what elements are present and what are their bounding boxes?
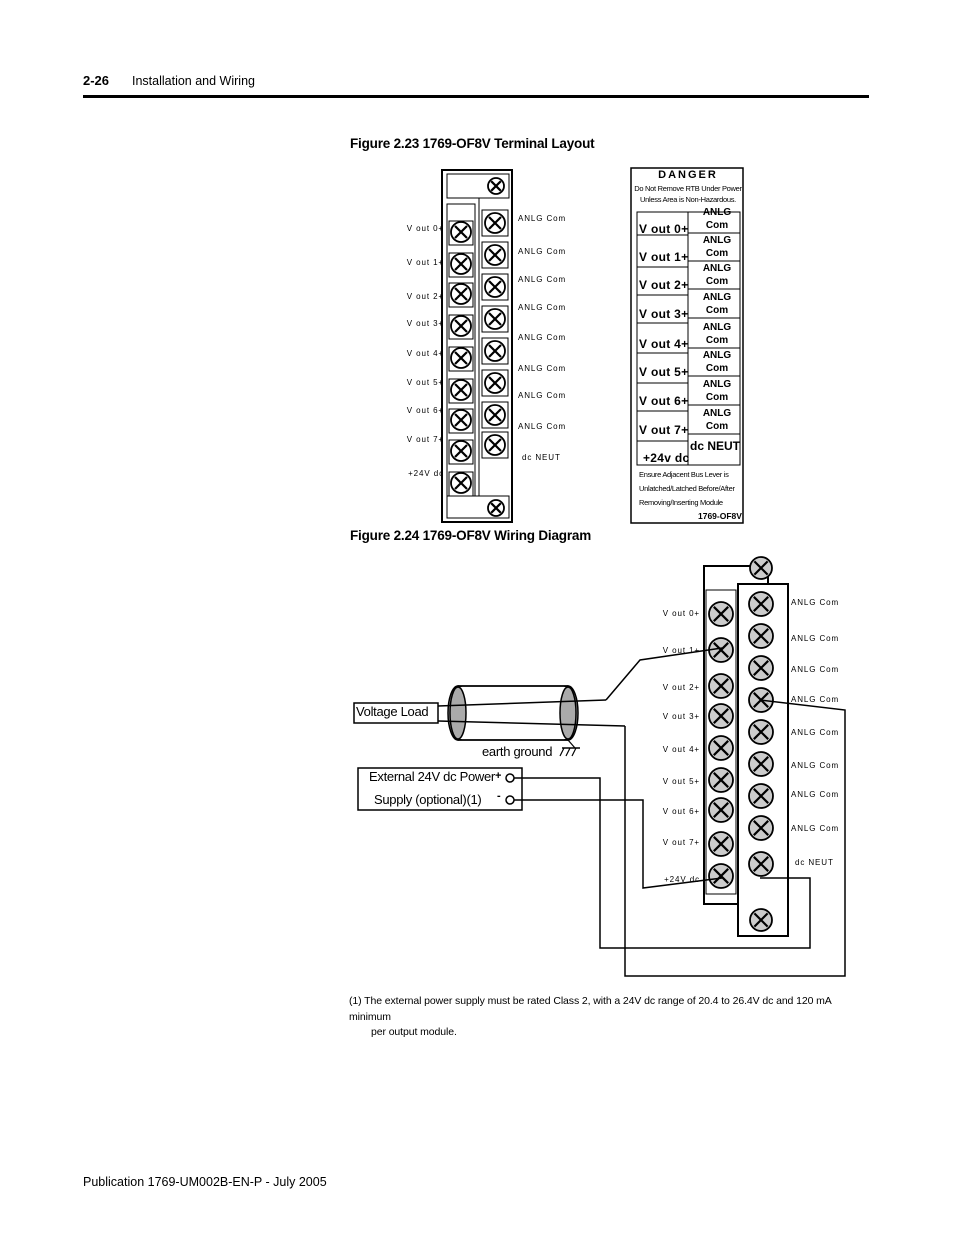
figure2-right-label-5: ANLG Com (791, 761, 840, 770)
danger-note-line1: Do Not Remove RTB Under Power (634, 184, 742, 193)
rtb-row-left-4: V out 4+ (639, 337, 689, 351)
rtb-row-right-anlg-5: ANLG (702, 350, 732, 361)
figure2-left-label-3: V out 3+ (662, 712, 700, 721)
footnote-line1: (1) The external power supply must be ra… (349, 995, 832, 1023)
figure1-right-label-0: ANLG Com (518, 214, 567, 223)
figure1-right-label-4: ANLG Com (518, 333, 567, 342)
figure2-right-label-0: ANLG Com (791, 598, 840, 607)
rtb-row-right-1: ANLG Com (690, 234, 744, 260)
figure1-left-label-0: V out 0+ (406, 224, 444, 233)
figure2-right-label-2: ANLG Com (791, 665, 840, 674)
figure2-right-label-6: ANLG Com (791, 790, 840, 799)
page-number: 2-26 (83, 73, 110, 88)
figure1-left-label-4: V out 4+ (406, 349, 444, 358)
rtb-row-right-com-7: Com (705, 421, 729, 432)
danger-note: Do Not Remove RTB Under Power Unless Are… (634, 183, 742, 205)
rtb-row-right-com-1: Com (705, 248, 729, 259)
rtb-row-left-2: V out 2+ (639, 278, 689, 292)
terminal-block-diagram (441, 169, 513, 523)
figure1-right-label-7: ANLG Com (518, 422, 567, 431)
rtb-row-right-anlg-6: ANLG (702, 379, 732, 390)
wiring-diagram (353, 556, 846, 977)
rtb-row-right-com-5: Com (705, 363, 729, 374)
rtb-row-right-3: ANLG Com (690, 291, 744, 317)
supply-minus: - (497, 790, 501, 802)
rtb-row-right-com-2: Com (705, 276, 729, 287)
rtb-row-right-com-0: Com (705, 220, 729, 231)
figure1-right-label-3: ANLG Com (518, 303, 567, 312)
rtb-row-right-anlg-0: ANLG (702, 207, 732, 218)
supply-plus: + (495, 770, 502, 782)
figure1-right-label-6: ANLG Com (518, 391, 567, 400)
figure2-left-label-0: V out 0+ (662, 609, 700, 618)
figure1-right-label-2: ANLG Com (518, 275, 567, 284)
rtb-row-right-com-6: Com (705, 392, 729, 403)
rtb-row-right-7: ANLG Com (690, 407, 744, 433)
figure2-left-label-5: V out 5+ (662, 777, 700, 786)
figure-2-23-title: Figure 2.23 1769-OF8V Terminal Layout (350, 136, 595, 151)
figure2-left-label-6: V out 6+ (662, 807, 700, 816)
rtb-note-line2: Unlatched/Latched Before/After (639, 484, 735, 493)
rtb-row-left-3: V out 3+ (639, 307, 689, 321)
rtb-row-right-com-4: Com (705, 335, 729, 346)
figure2-left-label-2: V out 2+ (662, 683, 700, 692)
rtb-row-left-5: V out 5+ (639, 365, 689, 379)
rtb-note-line1: Ensure Adjacent Bus Lever is (639, 470, 729, 479)
rtb-row-right-6: ANLG Com (690, 378, 744, 404)
section-title: Installation and Wiring (132, 74, 255, 88)
rtb-bottom-note: Ensure Adjacent Bus Lever is Unlatched/L… (639, 468, 743, 510)
rtb-row-right-4: ANLG Com (690, 321, 744, 347)
rtb-row-left-1: V out 1+ (639, 250, 689, 264)
figure2-right-label-1: ANLG Com (791, 634, 840, 643)
supply-label-line1: External 24V dc Power (369, 769, 495, 784)
figure2-right-label-4: ANLG Com (791, 728, 840, 737)
figure1-left-label-2: V out 2+ (406, 292, 444, 301)
footnote: (1) The external power supply must be ra… (349, 994, 869, 1041)
figure1-right-label-8: dc NEUT (522, 453, 561, 462)
rtb-row-right-anlg-7: ANLG (702, 408, 732, 419)
figure1-left-label-3: V out 3+ (406, 319, 444, 328)
footnote-line2: per output module. (371, 1026, 457, 1038)
figure1-left-label-5: V out 5+ (406, 378, 444, 387)
figure-2-24-title: Figure 2.24 1769-OF8V Wiring Diagram (350, 528, 592, 543)
voltage-load-label: Voltage Load (356, 704, 429, 719)
figure2-left-label-4: V out 4+ (662, 745, 700, 754)
figure2-left-label-1: V out 1+ (662, 646, 700, 655)
rtb-row-right-anlg-3: ANLG (702, 292, 732, 303)
rtb-dc-neut: dc NEUT (689, 439, 740, 453)
figure1-left-label-6: V out 6+ (406, 406, 444, 415)
rtb-row-right-2: ANLG Com (690, 262, 744, 288)
figure2-right-label-8: dc NEUT (795, 858, 834, 867)
rtb-row-right-anlg-4: ANLG (702, 322, 732, 333)
rtb-row-right-anlg-1: ANLG (702, 235, 732, 246)
rtb-row-right-com-3: Com (705, 305, 729, 316)
rtb-row-right-5: ANLG Com (690, 349, 744, 375)
rtb-row-left-6: V out 6+ (639, 394, 689, 408)
danger-title: DANGER (658, 169, 718, 181)
rtb-note-line3: Removing/Inserting Module (639, 498, 723, 507)
rtb-label-frame (630, 167, 744, 524)
rtb-row-right-anlg-2: ANLG (702, 263, 732, 274)
figure2-right-label-3: ANLG Com (791, 695, 840, 704)
figure2-left-label-7: V out 7+ (662, 838, 700, 847)
figure1-left-label-7: V out 7+ (406, 435, 444, 444)
figure2-right-label-7: ANLG Com (791, 824, 840, 833)
danger-note-line2: Unless Area is Non-Hazardous. (640, 195, 736, 204)
figure2-left-label-8: +24V dc (664, 875, 700, 884)
figure1-right-label-5: ANLG Com (518, 364, 567, 373)
rtb-row-right-0: ANLG Com (690, 206, 744, 232)
publication-footer: Publication 1769-UM002B-EN-P - July 2005 (83, 1175, 327, 1189)
figure1-left-label-1: V out 1+ (406, 258, 444, 267)
supply-label-line2: Supply (optional)(1) (374, 792, 482, 807)
earth-ground-label: earth ground (482, 744, 553, 759)
rtb-row-left-7: V out 7+ (639, 423, 689, 437)
rtb-row-left-0: V out 0+ (639, 222, 689, 236)
rtb-model: 1769-OF8V (698, 511, 742, 521)
figure1-left-label-8: +24V dc (408, 469, 444, 478)
rtb-24v-dc: +24v dc (643, 451, 690, 465)
figure1-right-label-1: ANLG Com (518, 247, 567, 256)
header-rule (83, 95, 869, 98)
